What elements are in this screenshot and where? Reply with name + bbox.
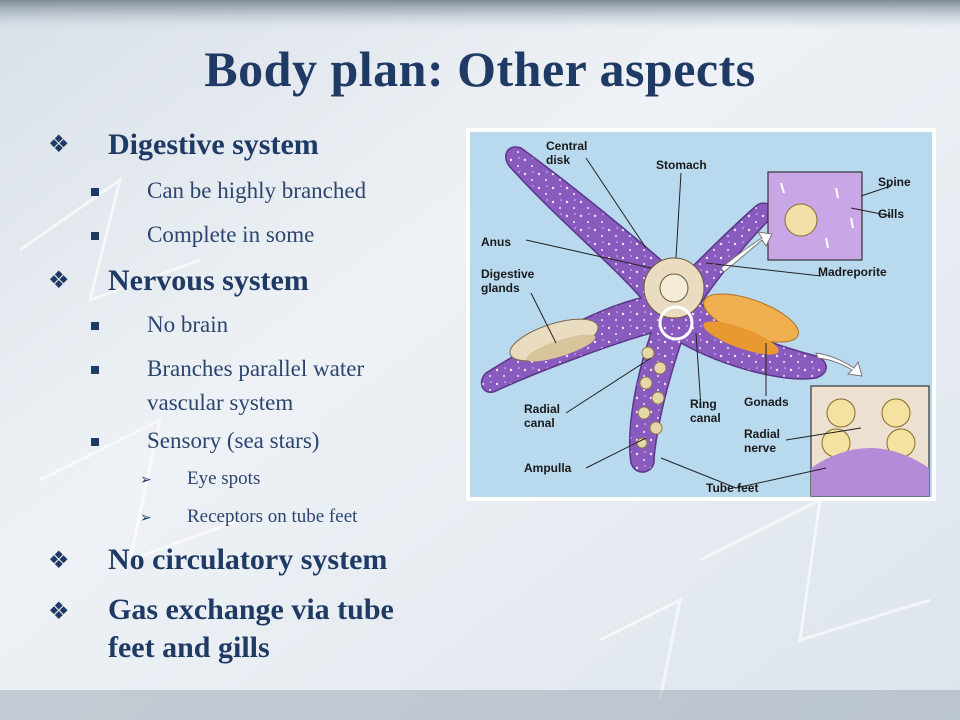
bullet-no-circulatory: No circulatory system <box>108 543 388 576</box>
inset-cross-section <box>810 385 930 497</box>
label-ring-canal-1: Ring <box>690 397 717 411</box>
diamond-bullet-icon: ❖ <box>48 548 70 574</box>
square-bullet-icon <box>91 366 99 374</box>
diamond-bullet-icon: ❖ <box>48 599 70 625</box>
label-digestive-glands-1: Digestive <box>481 267 535 281</box>
diamond-bullet-icon: ❖ <box>48 268 70 294</box>
slide-title: Body plan: Other aspects <box>204 41 756 97</box>
label-gonads: Gonads <box>744 395 789 409</box>
label-radial-nerve-2: nerve <box>744 441 776 455</box>
gonads <box>703 293 799 355</box>
bullet-branches-parallel-cont: vascular system <box>147 390 294 415</box>
label-spine: Spine <box>878 175 911 189</box>
inset-arrows <box>720 231 863 377</box>
central-disk <box>643 257 705 341</box>
square-bullet-icon <box>91 438 99 446</box>
sea-star-anatomy-figure: Central disk Stomach Spine Gills Anus Ma… <box>466 128 936 501</box>
label-stomach: Stomach <box>656 158 707 172</box>
label-digestive-glands-2: glands <box>481 281 520 295</box>
bullet-sensory: Sensory (sea stars) <box>147 428 320 453</box>
bullet-eye-spots: Eye spots <box>187 468 261 489</box>
bullet-digestive-system: Digestive system <box>108 128 319 161</box>
figure-labels: Central disk Stomach Spine Gills Anus Ma… <box>481 139 911 495</box>
bullet-complete-in-some: Complete in some <box>147 222 315 247</box>
leader-lines <box>525 157 892 489</box>
label-central-disk-1: Central <box>546 139 587 153</box>
label-madreporite: Madreporite <box>818 265 887 279</box>
label-anus: Anus <box>481 235 511 249</box>
label-gills: Gills <box>878 207 904 221</box>
bullet-nervous-system: Nervous system <box>108 264 309 297</box>
sea-star-diagram: Central disk Stomach Spine Gills Anus Ma… <box>470 132 932 497</box>
label-ring-canal-2: canal <box>690 411 721 425</box>
square-bullet-icon <box>91 232 99 240</box>
square-bullet-icon <box>91 322 99 330</box>
label-radial-canal-1: Radial <box>524 402 560 416</box>
bullet-gas-exchange: Gas exchange via tube <box>108 593 394 626</box>
ampullae <box>636 346 667 449</box>
label-ampulla: Ampulla <box>524 461 572 475</box>
label-tube-feet: Tube feet <box>706 481 758 495</box>
label-radial-nerve-1: Radial <box>744 427 780 441</box>
arrow-bullet-icon: ➢ <box>140 473 152 488</box>
bullet-gas-exchange-cont: feet and gills <box>108 631 270 664</box>
square-bullet-icon <box>91 188 99 196</box>
arrow-bullet-icon: ➢ <box>140 511 152 526</box>
label-radial-canal-2: canal <box>524 416 555 430</box>
diamond-bullet-icon: ❖ <box>48 132 70 158</box>
inset-spine-gills <box>767 171 863 261</box>
bullet-no-brain: No brain <box>147 312 229 337</box>
bullet-highly-branched: Can be highly branched <box>147 178 367 203</box>
bullet-branches-parallel: Branches parallel water <box>147 356 365 381</box>
label-central-disk-2: disk <box>546 153 570 167</box>
bullet-receptors: Receptors on tube feet <box>187 506 358 527</box>
